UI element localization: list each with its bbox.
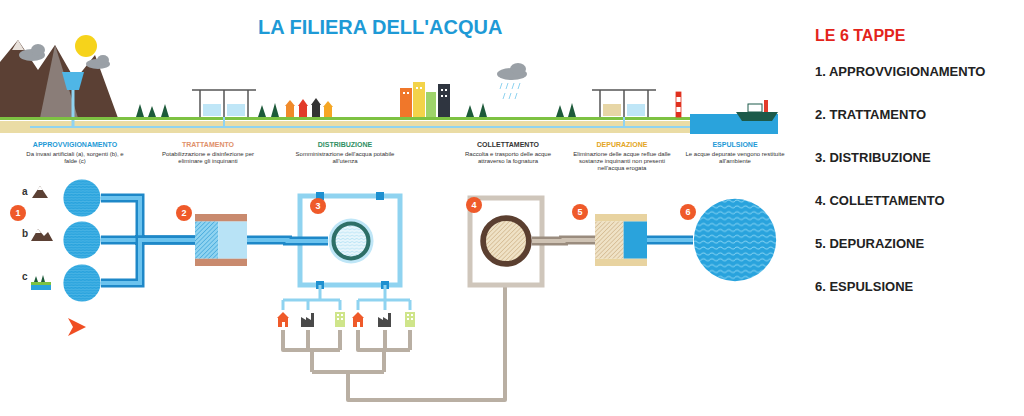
stage-heading: TRATTAMENTO	[156, 141, 260, 148]
user-icons	[277, 312, 415, 327]
label-box: Potabilizzazione e disinfezione per elim…	[156, 151, 260, 165]
sewer-network	[283, 287, 505, 400]
label-box: 5. DEPURAZIONE	[815, 236, 1020, 251]
stage-description: Raccolta e trasporto delle acque attrave…	[456, 151, 560, 165]
callout-number: 4	[466, 197, 482, 213]
label-box: Le acque depurate vengono restituite all…	[683, 151, 787, 165]
label-box: 1. APPROVVIGIONAMENTO	[815, 64, 1020, 79]
stage-heading: DEPURAZIONE	[570, 141, 674, 148]
collection-circle: 4	[480, 215, 532, 267]
label-box: 1	[10, 205, 26, 221]
label-box: Da invasi artificiali (a), sorgenti (b),…	[23, 151, 127, 165]
stage-heading: APPROVVIGIONAMENTO	[23, 141, 127, 148]
shape-outline	[63, 264, 101, 302]
distribution-circle: 3	[328, 218, 374, 264]
title-box: LA FILIERA DELL'ACQUA	[258, 16, 502, 39]
label-box: Raccolta e trasporto delle acque attrave…	[456, 151, 560, 165]
source-letter: b	[22, 228, 34, 239]
pipe-connector	[247, 240, 328, 241]
label-box: APPROVVIGIONAMENTO	[23, 141, 127, 148]
title: LA FILIERA DELL'ACQUA	[258, 16, 502, 39]
pipe-connector	[647, 240, 693, 241]
stage-heading: DISTRIBUZIONE	[293, 141, 397, 148]
label-box: 6. ESPULSIONE	[815, 279, 1020, 294]
stage-description: Potabilizzazione e disinfezione per elim…	[156, 151, 260, 165]
callout-number: 5	[572, 204, 588, 220]
stage-description: Somministrazione dell'acqua potabile all…	[293, 151, 397, 165]
stage-description: Eliminazione delle acque reflue dalle so…	[570, 151, 674, 172]
pipe-connector	[532, 240, 595, 241]
stage-heading: COLLETTAMENTO	[456, 141, 560, 148]
label-box: DISTRIBUZIONE	[293, 141, 397, 148]
label-box: 4. COLLETTAMENTO	[815, 193, 1020, 208]
callout-number: 6	[680, 204, 696, 220]
stage-description: Da invasi artificiali (a), sorgenti (b),…	[23, 151, 127, 165]
stage-heading: ESPULSIONE	[683, 141, 787, 148]
label-box: LE 6 TAPPE	[815, 27, 1020, 45]
shape-outline	[63, 179, 101, 217]
pipe-connector	[101, 240, 195, 283]
label-box: COLLETTAMENTO	[456, 141, 560, 148]
label-box: 3. DISTRIBUZIONE	[815, 150, 1020, 165]
callout-number: 2	[176, 205, 192, 221]
list-heading: LE 6 TAPPE	[815, 27, 1020, 45]
shape-outline	[63, 221, 101, 259]
collection-frame	[470, 198, 542, 285]
step-item: 6. ESPULSIONE	[815, 279, 1020, 294]
source-circle: c	[63, 264, 101, 302]
step-item: 5. DEPURAZIONE	[815, 236, 1020, 251]
landscape	[0, 35, 778, 134]
label-box: Eliminazione delle acque reflue dalle so…	[570, 151, 674, 172]
label-box: 2. TRATTAMENTO	[815, 107, 1020, 122]
stage-description: Le acque depurate vengono restituite all…	[683, 151, 787, 165]
pipe-connector	[101, 198, 195, 240]
shape-outline	[195, 214, 247, 266]
source-letter: c	[22, 271, 34, 282]
shape-outline	[693, 198, 777, 282]
label-box: Somministrazione dell'acqua potabile all…	[293, 151, 397, 165]
step-item: 1. APPROVVIGIONAMENTO	[815, 64, 1020, 79]
depuration-tank: 5	[595, 214, 647, 266]
user-network	[283, 285, 410, 310]
shape-outline	[328, 218, 374, 264]
sea-circle: 6	[693, 198, 777, 282]
label-box: DEPURAZIONE	[570, 141, 674, 148]
label-box: TRATTAMENTO	[156, 141, 260, 148]
source-circle: a	[63, 179, 101, 217]
label-box: ESPULSIONE	[683, 141, 787, 148]
shape-outline	[595, 214, 647, 266]
shape-outline	[480, 215, 532, 267]
step-item: 4. COLLETTAMENTO	[815, 193, 1020, 208]
source-letter: a	[22, 186, 34, 197]
treatment-tank: 2	[195, 214, 247, 266]
callout-number: 1	[10, 205, 26, 221]
source-circle: b	[63, 221, 101, 259]
callout-number: 3	[310, 198, 326, 214]
step-item: 2. TRATTAMENTO	[815, 107, 1020, 122]
step-item: 3. DISTRIBUZIONE	[815, 150, 1020, 165]
